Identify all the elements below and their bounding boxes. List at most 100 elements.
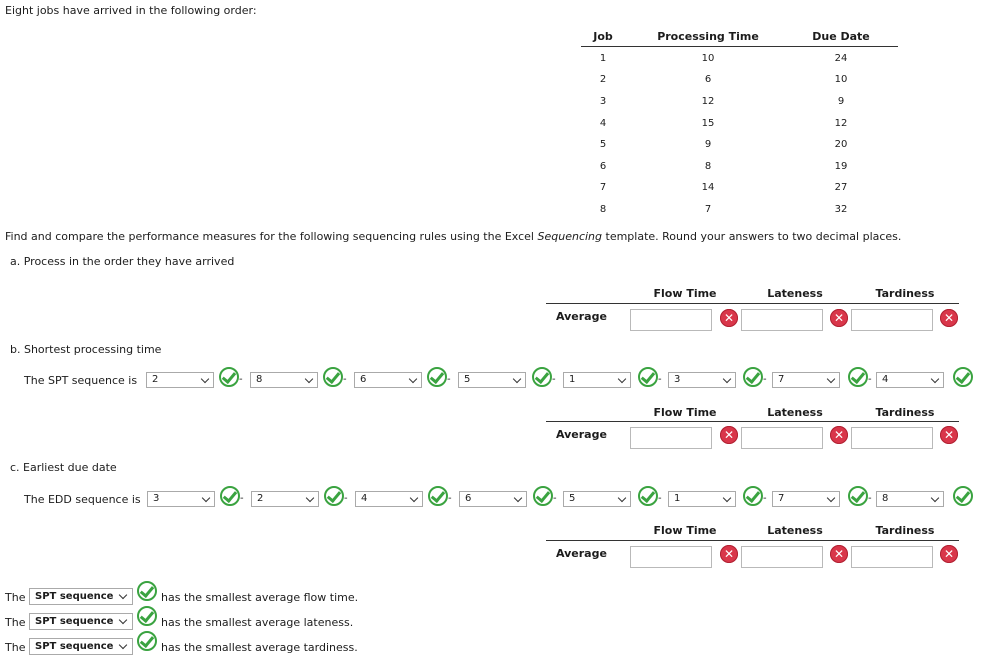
- instructions-text-end: template. Round your answers to two deci…: [602, 230, 902, 243]
- separator: -: [868, 374, 872, 385]
- edd-position-4-select[interactable]: 6: [459, 491, 527, 507]
- spt-position-8-select[interactable]: 4: [876, 372, 944, 388]
- table-divider: [546, 540, 959, 541]
- chevron-down-icon: [201, 493, 211, 503]
- cell-job: 2: [599, 74, 607, 85]
- cell-due-date: 20: [834, 139, 848, 150]
- spt-position-6-select[interactable]: 3: [668, 372, 736, 388]
- spt-position-2-select[interactable]: 8: [250, 372, 318, 388]
- edd-position-1-select[interactable]: 3: [147, 491, 215, 507]
- chevron-down-icon: [513, 493, 523, 503]
- instructions-italic: Sequencing: [537, 230, 603, 243]
- cell-due-date: 19: [834, 161, 848, 172]
- lateness-input[interactable]: [741, 546, 823, 568]
- separator: -: [447, 374, 451, 385]
- correct-check-icon: [953, 486, 973, 506]
- chevron-down-icon: [826, 374, 836, 384]
- flow-time-input[interactable]: [630, 427, 712, 449]
- header-tardiness: Tardiness: [875, 287, 935, 300]
- incorrect-icon: ✕: [940, 426, 958, 444]
- cell-due-date: 12: [834, 118, 848, 129]
- header-lateness: Lateness: [767, 406, 823, 419]
- select-value: 5: [464, 374, 471, 385]
- chevron-down-icon: [617, 493, 627, 503]
- chevron-down-icon: [200, 374, 210, 384]
- select-value: 6: [360, 374, 367, 385]
- comparison-text: has the smallest average lateness.: [161, 616, 354, 629]
- edd-position-6-select[interactable]: 1: [668, 491, 736, 507]
- edd-position-7-select[interactable]: 7: [772, 491, 840, 507]
- incorrect-icon: ✕: [830, 309, 848, 327]
- instructions: Find and compare the performance measure…: [5, 230, 901, 243]
- separator: -: [763, 493, 767, 504]
- lateness-rule-select[interactable]: SPT sequence: [29, 613, 133, 630]
- cell-due-date: 9: [837, 96, 845, 107]
- chevron-down-icon: [512, 374, 522, 384]
- incorrect-icon: ✕: [830, 545, 848, 563]
- cell-job: 1: [599, 53, 607, 64]
- separator: -: [763, 374, 767, 385]
- spt-position-3-select[interactable]: 6: [354, 372, 422, 388]
- select-value: 7: [778, 493, 785, 504]
- tardiness-input[interactable]: [851, 546, 933, 568]
- select-value: 1: [674, 493, 681, 504]
- chevron-down-icon: [304, 374, 314, 384]
- edd-sequence-label: The EDD sequence is: [24, 493, 141, 506]
- select-value: 1: [569, 374, 576, 385]
- correct-check-icon: [323, 367, 343, 387]
- correct-check-icon: [848, 486, 868, 506]
- header-tardiness: Tardiness: [875, 406, 935, 419]
- chevron-down-icon: [118, 590, 128, 600]
- select-value: 8: [882, 493, 889, 504]
- chevron-down-icon: [305, 493, 315, 503]
- tardiness-rule-select[interactable]: SPT sequence: [29, 638, 133, 655]
- separator: -: [344, 493, 348, 504]
- chevron-down-icon: [930, 493, 940, 503]
- correct-check-icon: [532, 367, 552, 387]
- part-c-label: c. Earliest due date: [10, 461, 117, 474]
- select-value: 7: [778, 374, 785, 385]
- spt-position-7-select[interactable]: 7: [772, 372, 840, 388]
- table-divider: [546, 303, 959, 304]
- chevron-down-icon: [408, 374, 418, 384]
- table-divider: [546, 421, 959, 422]
- separator: -: [868, 493, 872, 504]
- correct-check-icon: [428, 486, 448, 506]
- correct-check-icon: [638, 367, 658, 387]
- incorrect-icon: ✕: [940, 545, 958, 563]
- comparison-text: has the smallest average flow time.: [161, 591, 359, 604]
- correct-check-icon: [427, 367, 447, 387]
- select-value: SPT sequence: [35, 591, 114, 602]
- separator: -: [658, 374, 662, 385]
- edd-position-3-select[interactable]: 4: [355, 491, 423, 507]
- flow-time-input[interactable]: [630, 309, 712, 331]
- correct-check-icon: [953, 367, 973, 387]
- spt-position-1-select[interactable]: 2: [146, 372, 214, 388]
- incorrect-icon: ✕: [940, 309, 958, 327]
- flow-time-input[interactable]: [630, 546, 712, 568]
- select-value: 2: [152, 374, 159, 385]
- cell-due-date: 27: [834, 182, 848, 193]
- flow-time-rule-select[interactable]: SPT sequence: [29, 588, 133, 605]
- correct-check-icon: [848, 367, 868, 387]
- edd-position-5-select[interactable]: 5: [563, 491, 631, 507]
- correct-check-icon: [137, 606, 157, 626]
- select-value: 6: [465, 493, 472, 504]
- part-a-label: a. Process in the order they have arrive…: [10, 255, 235, 268]
- header-flow-time: Flow Time: [653, 524, 717, 537]
- incorrect-icon: ✕: [720, 545, 738, 563]
- tardiness-input[interactable]: [851, 427, 933, 449]
- spt-position-5-select[interactable]: 1: [563, 372, 631, 388]
- tardiness-input[interactable]: [851, 309, 933, 331]
- correct-check-icon: [220, 486, 240, 506]
- edd-position-8-select[interactable]: 8: [876, 491, 944, 507]
- spt-position-4-select[interactable]: 5: [458, 372, 526, 388]
- comparison-text: has the smallest average tardiness.: [161, 641, 358, 654]
- edd-position-2-select[interactable]: 2: [251, 491, 319, 507]
- select-value: 3: [153, 493, 160, 504]
- lateness-input[interactable]: [741, 427, 823, 449]
- cell-job: 4: [599, 118, 607, 129]
- table-divider: [581, 46, 898, 47]
- lateness-input[interactable]: [741, 309, 823, 331]
- separator: -: [448, 493, 452, 504]
